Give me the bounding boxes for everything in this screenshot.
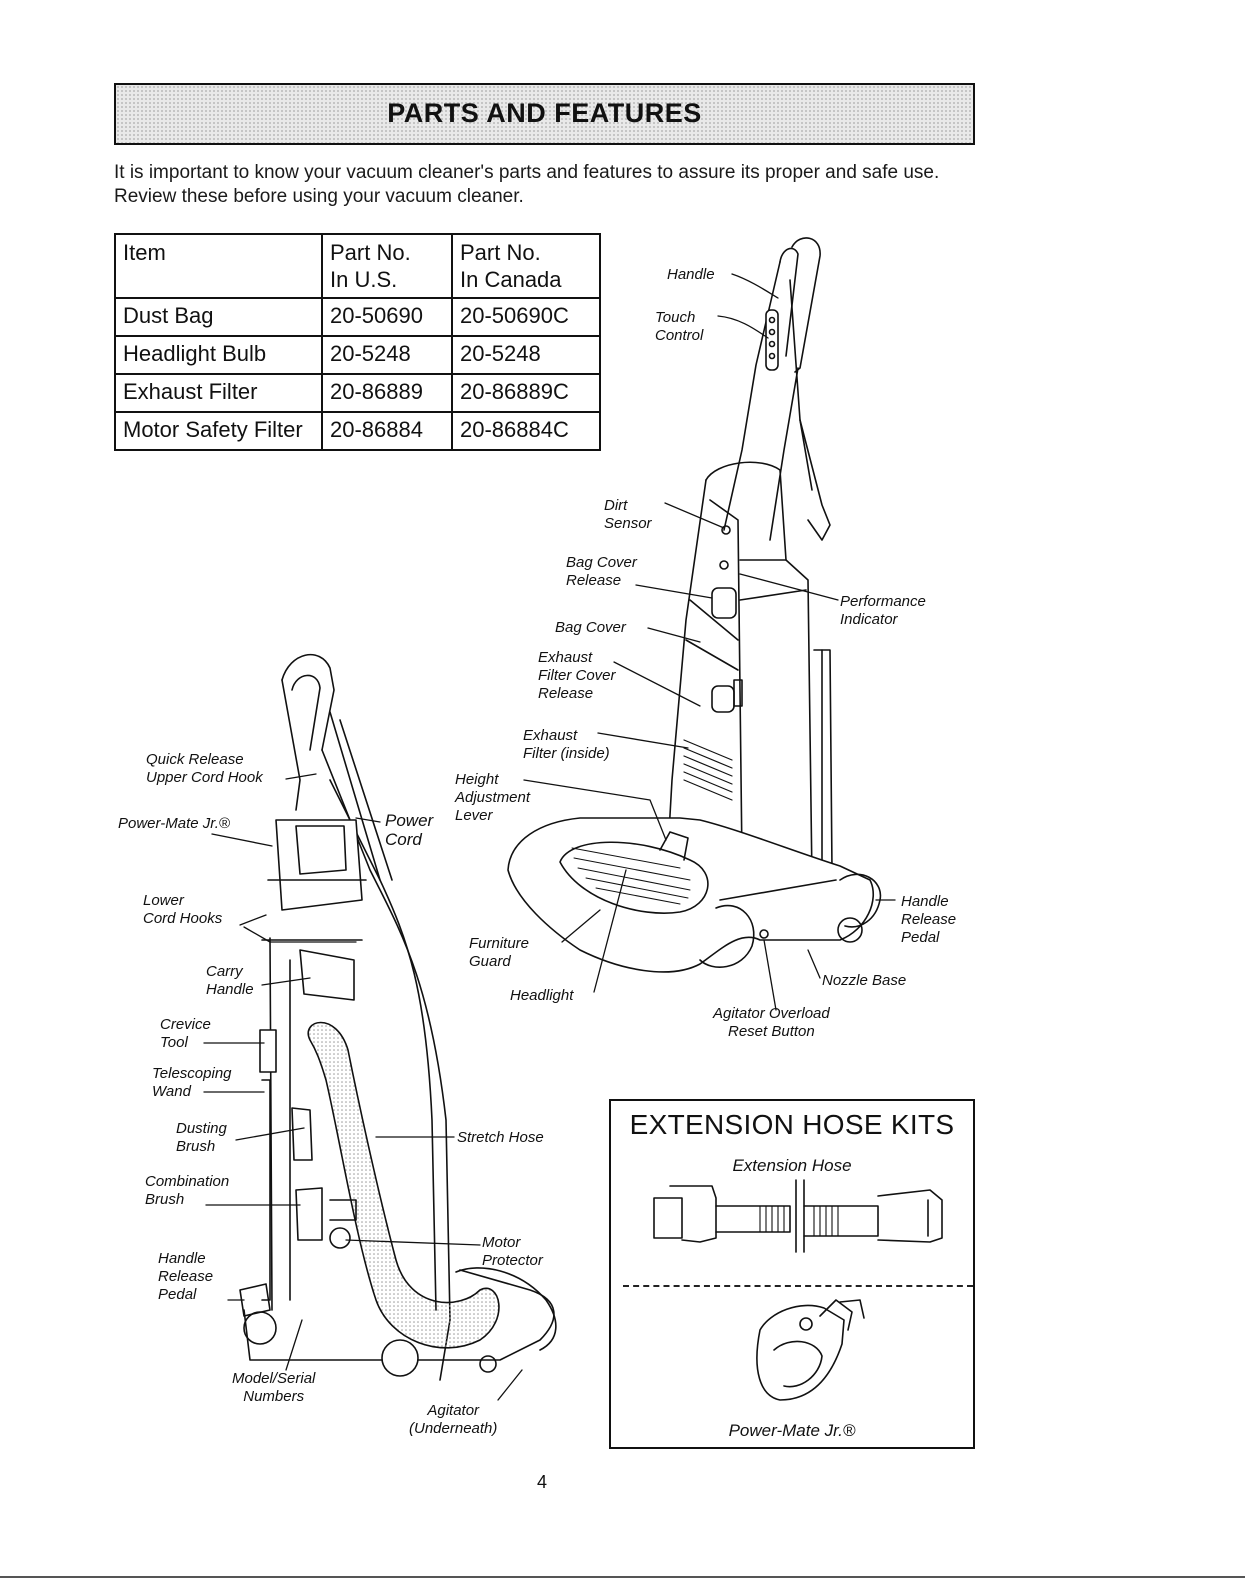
table-cell: 20-86889C	[451, 373, 601, 413]
label-agitator-overload: Agitator Overload Reset Button	[713, 1005, 830, 1040]
extension-hose-kits-box: EXTENSION HOSE KITS Extension Hose Power…	[609, 1099, 975, 1449]
column-header-us: Part No. In U.S.	[321, 233, 453, 299]
kits-title: EXTENSION HOSE KITS	[629, 1109, 955, 1140]
power-mate-kit-label: Power-Mate Jr.®	[728, 1421, 856, 1440]
extension-hose-illustration	[653, 1179, 943, 1253]
label-combination-brush: Combination Brush	[145, 1173, 230, 1208]
table-cell: 20-50690	[321, 297, 453, 337]
label-handle-release-pedal-right: Handle Release Pedal	[901, 893, 957, 946]
label-motor-protector: Motor Protector	[482, 1234, 543, 1269]
label-nozzle-base: Nozzle Base	[822, 972, 907, 989]
label-lower-cord-hooks: Lower Cord Hooks	[143, 892, 223, 927]
power-mate-illustration	[756, 1299, 865, 1401]
table-cell: 20-86884	[321, 411, 453, 451]
label-stretch-hose: Stretch Hose	[457, 1129, 544, 1146]
table-cell: Exhaust Filter	[114, 373, 323, 413]
label-dusting-brush: Dusting Brush	[176, 1120, 227, 1155]
label-model-serial: Model/Serial Numbers	[232, 1370, 316, 1405]
label-furniture-guard: Furniture Guard	[469, 935, 530, 970]
table-row: Dust Bag 20-50690 20-50690C	[114, 297, 601, 337]
column-header-item: Item	[114, 233, 323, 299]
upright-vacuum-side-illustration	[239, 653, 557, 1381]
label-touch-control: Touch Control	[655, 309, 704, 344]
table-cell: 20-86889	[321, 373, 453, 413]
table-row: Headlight Bulb 20-5248 20-5248	[114, 335, 601, 375]
label-exhaust-filter-inside: Exhaust Filter (inside)	[523, 727, 610, 762]
table-cell: 20-5248	[321, 335, 453, 375]
intro-paragraph: It is important to know your vacuum clea…	[114, 162, 940, 207]
label-bag-cover: Bag Cover	[555, 619, 626, 636]
label-performance-indicator: Performance Indicator	[840, 593, 926, 628]
page-title: PARTS AND FEATURES	[387, 98, 702, 128]
label-telescoping-wand: Telescoping Wand	[152, 1065, 232, 1100]
table-cell: 20-86884C	[451, 411, 601, 451]
label-crevice-tool: Crevice Tool	[160, 1016, 211, 1051]
header-banner: PARTS AND FEATURES	[114, 83, 975, 145]
label-agitator: Agitator (Underneath)	[409, 1402, 498, 1437]
table-row: Motor Safety Filter 20-86884 20-86884C	[114, 411, 601, 451]
label-exhaust-filter-cover-release: Exhaust Filter Cover Release	[538, 649, 616, 702]
label-height-adjustment-lever: Height Adjustment Lever	[455, 771, 531, 824]
table-cell: 20-50690C	[451, 297, 601, 337]
upright-vacuum-front-illustration	[507, 237, 882, 973]
label-handle-release-pedal-left: Handle Release Pedal	[158, 1250, 214, 1303]
bottom-rule	[0, 1576, 1245, 1578]
column-header-canada: Part No. In Canada	[451, 233, 601, 299]
leader-lines	[203, 273, 896, 1401]
label-headlight: Headlight	[510, 987, 574, 1004]
table-cell: Dust Bag	[114, 297, 323, 337]
extension-hose-label: Extension Hose	[732, 1156, 852, 1175]
label-power-cord: Power Cord	[385, 811, 434, 849]
label-power-mate: Power-Mate Jr.®	[118, 815, 230, 832]
label-dirt-sensor: Dirt Sensor	[604, 497, 652, 532]
dashed-divider	[623, 1285, 973, 1287]
label-quick-release: Quick Release Upper Cord Hook	[146, 751, 263, 786]
table-row: Exhaust Filter 20-86889 20-86889C	[114, 373, 601, 413]
parts-table: Item Part No. In U.S. Part No. In Canada…	[114, 233, 601, 451]
table-cell: Headlight Bulb	[114, 335, 323, 375]
label-handle: Handle	[667, 266, 715, 283]
table-cell: Motor Safety Filter	[114, 411, 323, 451]
page-number: 4	[536, 1472, 547, 1492]
table-cell: 20-5248	[451, 335, 601, 375]
label-carry-handle: Carry Handle	[206, 963, 254, 998]
table-header-row: Item Part No. In U.S. Part No. In Canada	[114, 233, 601, 299]
label-bag-cover-release: Bag Cover Release	[566, 554, 637, 589]
